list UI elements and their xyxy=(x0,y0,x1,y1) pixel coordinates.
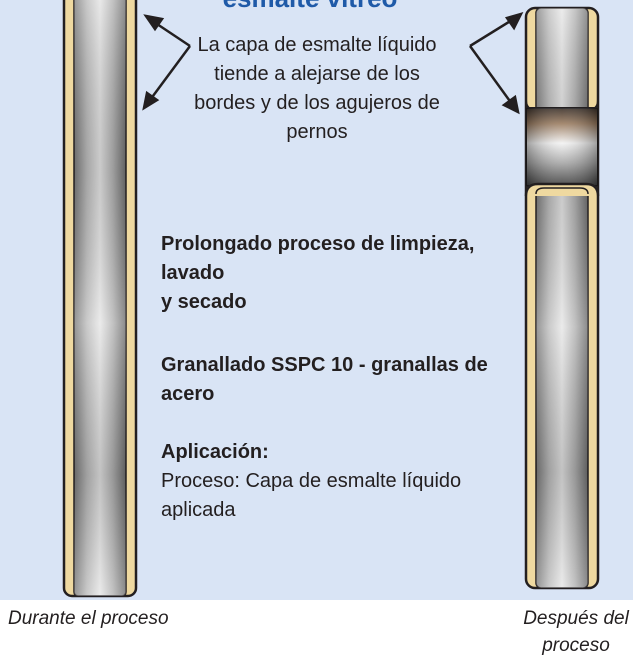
step-cleaning-heading: Prolongado proceso de limpieza, lavado xyxy=(161,233,475,284)
caption-left: Durante el proceso xyxy=(8,608,169,629)
callout-text: La capa de esmalte líquido tiende a alej… xyxy=(194,34,440,143)
left-plate xyxy=(62,0,138,598)
step-cleaning-heading-cont: y secado xyxy=(161,291,247,313)
right-plate xyxy=(524,6,600,590)
step-application-body: Proceso: Capa de esmalte líquido aplicad… xyxy=(161,470,462,521)
step-cleaning: Prolongado proceso de limpieza, lavado y… xyxy=(161,230,531,317)
step-blasting-heading: Granallado SSPC 10 - granallas de acero xyxy=(161,354,488,405)
step-application-heading: Aplicación: xyxy=(161,441,269,463)
caption-right: Después del proceso xyxy=(523,608,629,656)
step-blasting: Granallado SSPC 10 - granallas de acero xyxy=(161,351,531,409)
step-application: Aplicación: Proceso: Capa de esmalte líq… xyxy=(161,438,531,525)
callout-arrows xyxy=(142,12,524,115)
diagram-title: esmalte vítreo xyxy=(180,0,440,18)
